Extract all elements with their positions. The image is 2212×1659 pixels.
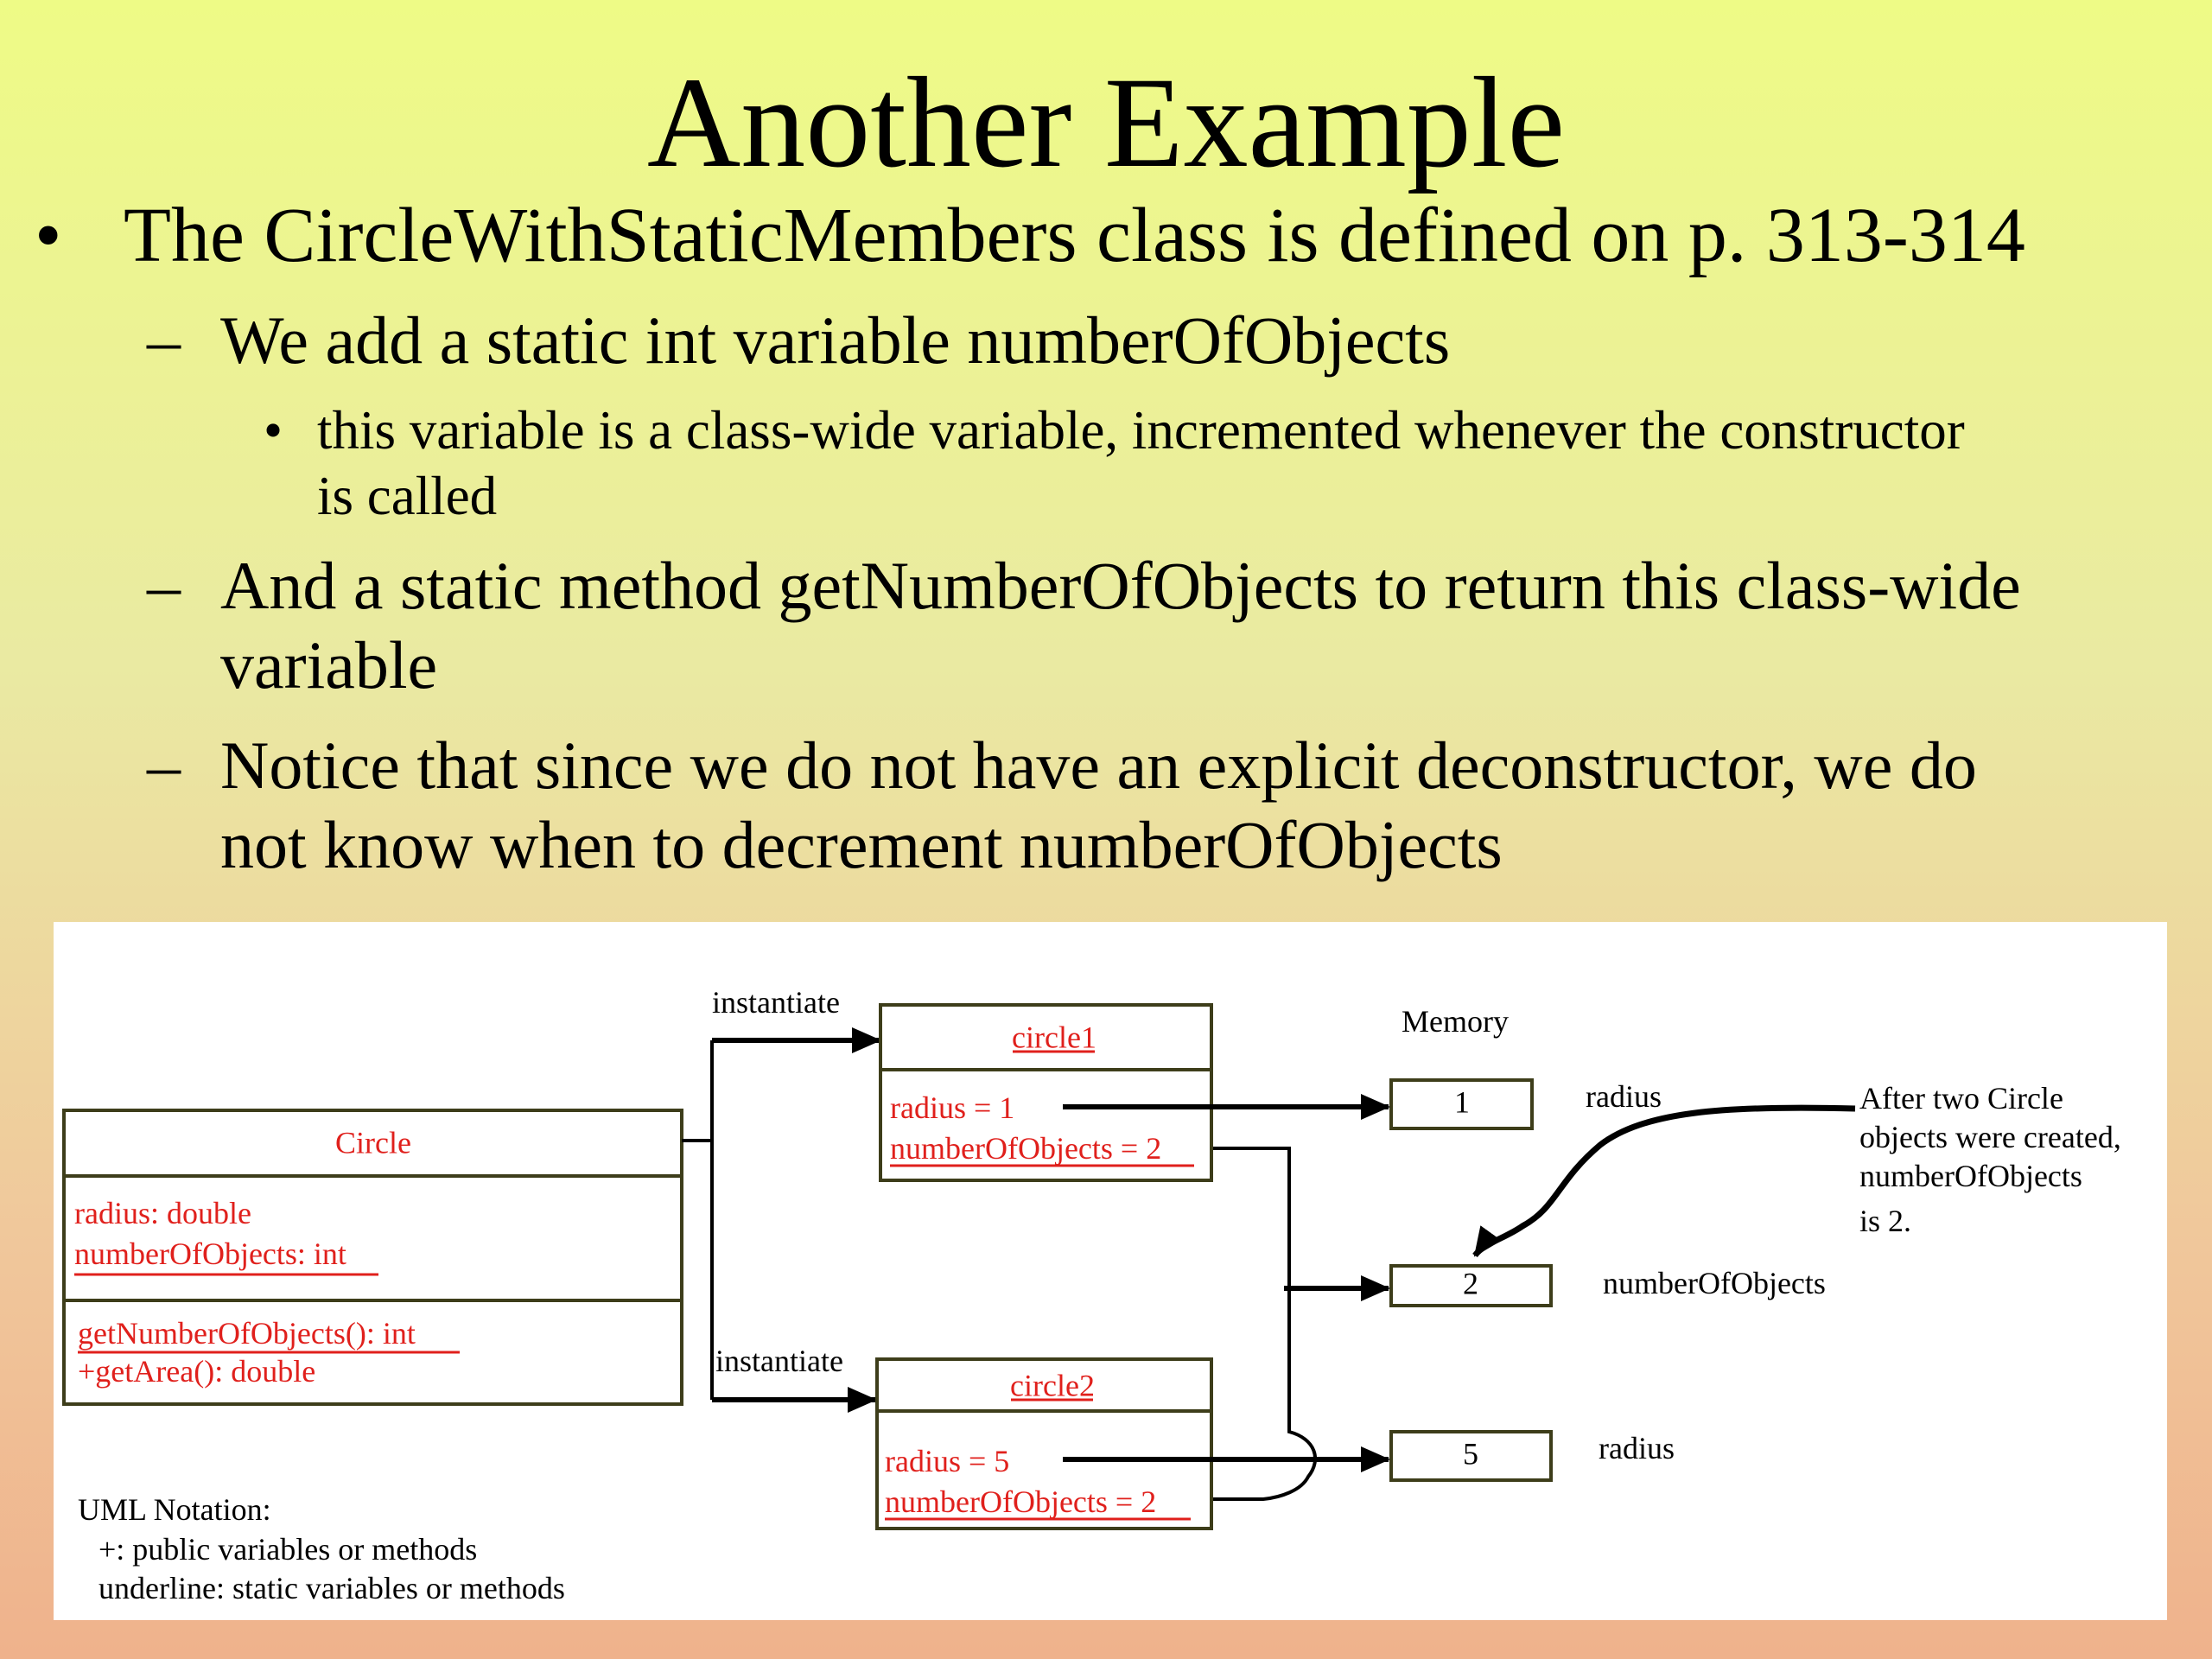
slide-title: Another Example (646, 51, 1566, 194)
note-text: After two Circle objects were created, n… (1859, 1081, 2121, 1238)
circle2-count: numberOfObjects = 2 (885, 1484, 1156, 1519)
bullet-class-definition: The CircleWithStaticMembers class is def… (124, 193, 2025, 278)
circle-method-getcount: getNumberOfObjects(): int (78, 1316, 416, 1351)
circle-method-getarea: +getArea(): double (78, 1354, 315, 1389)
note-line: objects were created, (1859, 1120, 2121, 1154)
connector-circle2-count (1213, 1288, 1317, 1501)
legend-title: UML Notation: (78, 1492, 271, 1527)
legend-public: +: public variables or methods (99, 1532, 477, 1567)
memory-cell-value: 2 (1463, 1266, 1478, 1300)
connector-circle1-count (1213, 1147, 1291, 1288)
bullet-static-method-line2: variable (220, 627, 438, 702)
instantiate-connectors: instantiate instantiate (682, 985, 881, 1413)
circle1-radius: radius = 1 (890, 1090, 1014, 1125)
circle1-count: numberOfObjects = 2 (890, 1131, 1161, 1166)
dash-marker: – (147, 302, 181, 378)
memory-cell-radius-5: 5 (1389, 1430, 1553, 1482)
circle1-object-box: circle1 radius = 1 numberOfObjects = 2 (879, 1003, 1213, 1182)
memory-title: Memory (1402, 1004, 1509, 1039)
memory-label-count: numberOfObjects (1603, 1266, 1826, 1300)
circle-attr-count: numberOfObjects: int (74, 1236, 346, 1271)
circle-attr-radius: radius: double (74, 1196, 251, 1230)
reference-arrows (1063, 1094, 1390, 1501)
uml-diagram: Circle radius: double numberOfObjects: i… (54, 922, 2167, 1620)
memory-cell-radius-1: 1 (1389, 1078, 1534, 1130)
memory-cell-value: 1 (1454, 1084, 1470, 1119)
circle1-name: circle1 (1012, 1020, 1096, 1054)
uml-notation-legend: UML Notation: +: public variables or met… (78, 1492, 565, 1605)
bullet-marker: • (35, 193, 62, 278)
circle2-object-box: circle2 radius = 5 numberOfObjects = 2 (875, 1357, 1213, 1530)
memory-cell-value: 5 (1463, 1436, 1478, 1471)
instantiate-label-bottom: instantiate (715, 1344, 843, 1378)
bullet-class-wide-line1: this variable is a class-wide variable, … (317, 400, 1965, 461)
circle-class-box: Circle radius: double numberOfObjects: i… (62, 1109, 683, 1406)
memory-cell-count: 2 (1389, 1264, 1553, 1307)
bullet-static-variable: We add a static int variable numberOfObj… (220, 302, 1451, 378)
dash-marker: – (147, 548, 181, 623)
circle2-radius: radius = 5 (885, 1444, 1009, 1478)
bullet-class-wide-line2: is called (317, 466, 498, 526)
bullet-deconstructor-line2: not know when to decrement numberOfObjec… (220, 807, 1503, 882)
memory-label-radius-5: radius (1599, 1431, 1675, 1465)
sub-bullet-marker: • (264, 400, 283, 461)
bullet-static-method-line1: And a static method getNumberOfObjects t… (220, 548, 2021, 623)
note-line: After two Circle (1859, 1081, 2063, 1116)
instantiate-label-top: instantiate (712, 985, 840, 1020)
circle-class-name: Circle (335, 1125, 411, 1160)
note-line: is 2. (1859, 1204, 1911, 1238)
bullet-deconstructor-line1: Notice that since we do not have an expl… (220, 728, 1977, 803)
note-arrow (1472, 1104, 1856, 1258)
dash-marker: – (147, 728, 181, 803)
legend-static: underline: static variables or methods (99, 1571, 565, 1605)
circle2-name: circle2 (1010, 1368, 1095, 1402)
memory-label-radius-1: radius (1586, 1079, 1662, 1114)
note-line: numberOfObjects (1859, 1159, 2082, 1193)
